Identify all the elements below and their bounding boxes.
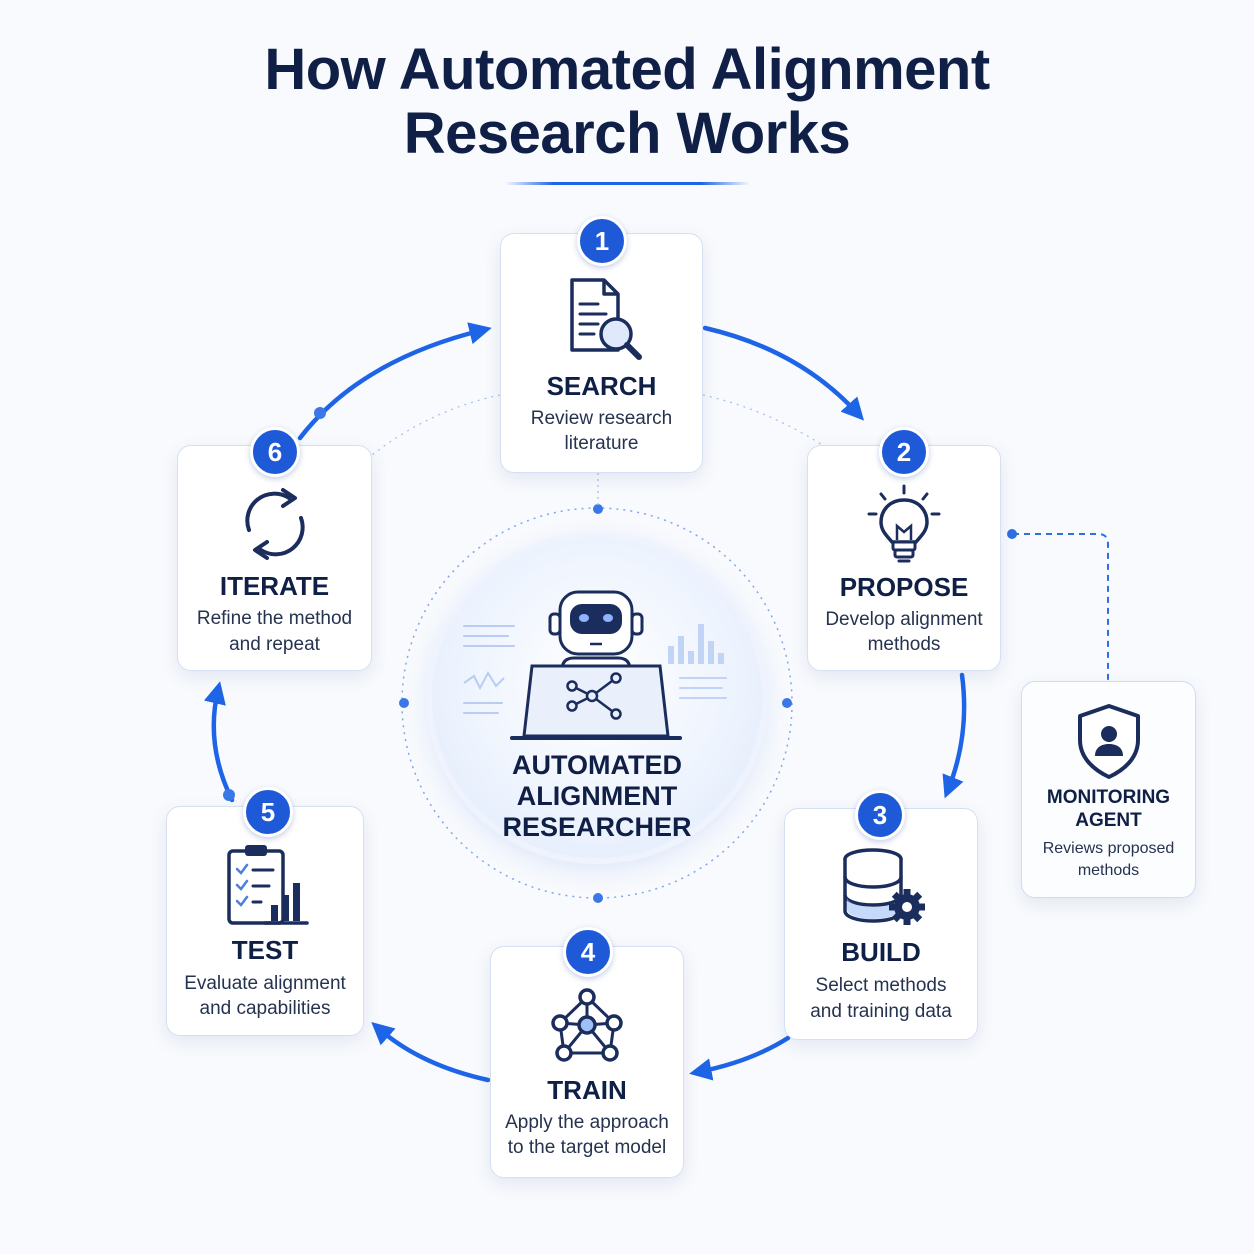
ring-dot-top [593, 504, 603, 514]
step-label-iterate: ITERATE [219, 571, 330, 601]
step-desc-build-2: and training data [810, 1001, 952, 1022]
faint-link-right [702, 394, 831, 451]
step-label-build: BUILD [841, 937, 921, 967]
refresh-icon [244, 488, 305, 560]
step-card-build[interactable]: BUILD Select methods and training data [784, 808, 978, 1040]
faint-link-left [371, 394, 501, 456]
center-hub [432, 538, 762, 858]
arrow-dot-iterate [314, 407, 326, 419]
ring-dot-right [782, 698, 792, 708]
monitoring-link [1013, 533, 1109, 680]
step-badge-4: 4 [563, 927, 613, 977]
arrow-propose-to-build [942, 672, 967, 799]
step-badge-1: 1 [577, 216, 627, 266]
arrow-train-to-test [371, 1022, 491, 1083]
step-label-train: TRAIN [547, 1075, 627, 1105]
ring-dot-bottom [593, 893, 603, 903]
step-desc-iterate-1: Refine the method [196, 608, 353, 629]
step-desc-iterate-2: and repeat [229, 634, 320, 655]
monitoring-desc-2: methods [1077, 862, 1140, 879]
step-desc-propose-2: methods [867, 634, 941, 655]
title-underline [505, 182, 750, 185]
title-line-2: Research Works [403, 101, 851, 166]
monitoring-label-1: MONITORING [1046, 787, 1171, 808]
arrow-dot-test [223, 789, 235, 801]
arrow-search-to-propose [702, 325, 865, 421]
center-label-line-2: ALIGNMENT [516, 781, 678, 811]
step-label-propose: PROPOSE [839, 572, 969, 602]
step-card-iterate[interactable]: ITERATE Refine the method and repeat [177, 445, 372, 671]
step-desc-train-2: to the target model [507, 1137, 667, 1158]
page-title: How Automated Alignment Research Works [0, 38, 1254, 166]
step-card-propose[interactable]: PROPOSE Develop alignment methods [807, 445, 1001, 671]
step-desc-test-2: and capabilities [199, 998, 331, 1019]
step-badge-6: 6 [250, 427, 300, 477]
step-desc-propose-1: Develop alignment [825, 609, 983, 630]
step-desc-test-1: Evaluate alignment [184, 973, 346, 994]
step-desc-search-2: literature [564, 433, 639, 454]
step-label-test: TEST [231, 935, 299, 965]
database-gear-icon [843, 848, 925, 925]
arrow-build-to-train [689, 1035, 791, 1081]
center-label-line-1: AUTOMATED [512, 750, 682, 780]
step-badge-3: 3 [855, 790, 905, 840]
monitoring-label-2: AGENT [1075, 810, 1142, 831]
arrow-test-to-iterate [203, 681, 235, 803]
step-label-search: SEARCH [546, 371, 657, 401]
step-desc-search-1: Review research [530, 408, 673, 429]
center-label: AUTOMATED ALIGNMENT RESEARCHER [432, 750, 762, 843]
step-badge-2: 2 [879, 427, 929, 477]
step-card-search[interactable]: SEARCH Review research literature [500, 233, 703, 473]
step-card-train[interactable]: TRAIN Apply the approach to the target m… [490, 946, 684, 1178]
step-badge-5: 5 [243, 787, 293, 837]
center-label-line-3: RESEARCHER [502, 812, 692, 842]
ring-dot-left [399, 698, 409, 708]
shield-user-icon [1077, 704, 1140, 779]
network-icon [551, 988, 623, 1062]
monitoring-agent-card[interactable]: MONITORING AGENT Reviews proposed method… [1021, 681, 1196, 898]
step-card-test[interactable]: TEST Evaluate alignment and capabilities [166, 806, 364, 1036]
lightbulb-icon [867, 484, 941, 563]
clipboard-chart-icon [227, 845, 309, 925]
title-line-1: How Automated Alignment [264, 37, 990, 102]
step-desc-build-1: Select methods [815, 975, 947, 996]
arrow-iterate-to-search [297, 322, 492, 441]
monitoring-desc-1: Reviews proposed [1042, 840, 1175, 857]
robot-laptop-icon [463, 590, 727, 740]
document-search-icon [569, 278, 642, 360]
monitoring-link-dot [1007, 529, 1017, 539]
step-desc-train-1: Apply the approach [505, 1112, 669, 1133]
